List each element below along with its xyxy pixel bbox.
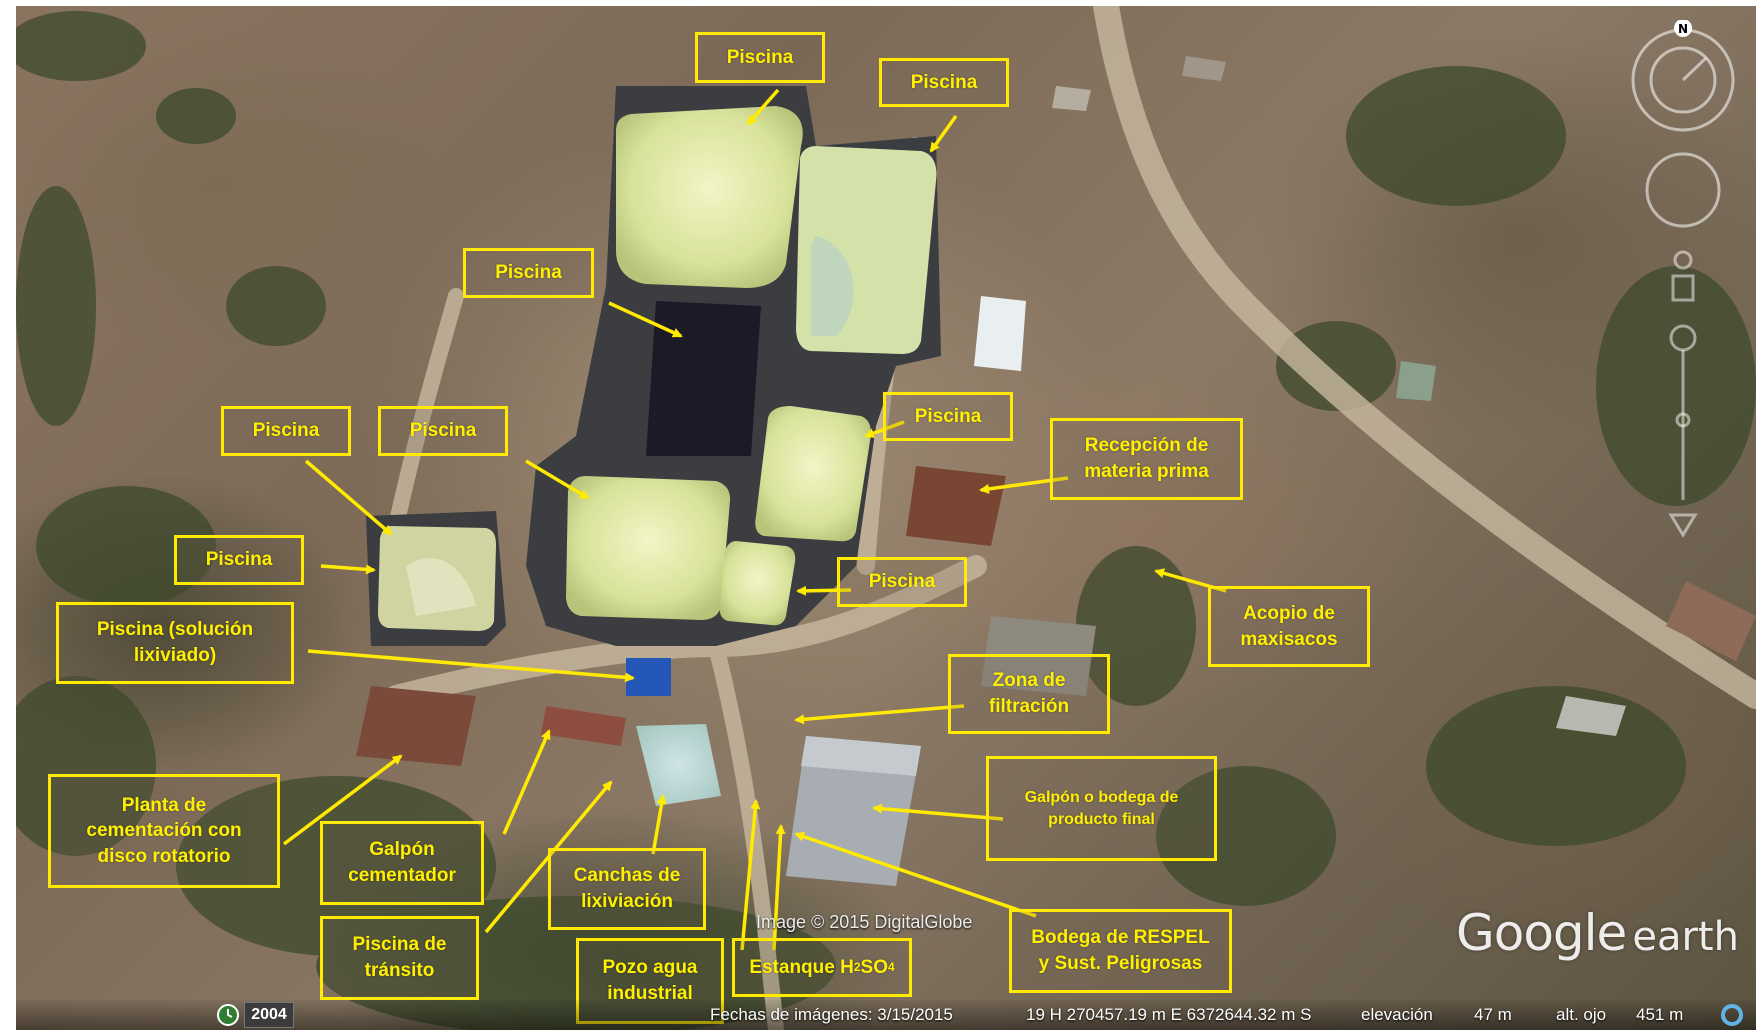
look-joystick-icon[interactable]: [1645, 152, 1721, 228]
street-view-person-icon[interactable]: [1671, 250, 1695, 302]
estanque-subscript-2: 2: [853, 960, 861, 975]
label-acopio-maxisacos: Acopio de maxisacos: [1208, 586, 1370, 667]
globe-icon[interactable]: [1720, 1003, 1744, 1027]
label-piscina-left-1: Piscina: [221, 406, 351, 456]
label-piscina-transito: Piscina de tránsito: [320, 916, 479, 1000]
logo-google: Google: [1456, 904, 1627, 962]
imagery-copyright: Image © 2015 DigitalGlobe: [756, 912, 973, 932]
clock-icon[interactable]: [216, 1003, 240, 1027]
satellite-map[interactable]: Piscina Piscina Piscina Piscina Piscina …: [16, 6, 1756, 1030]
navigation-controls[interactable]: N: [1628, 20, 1738, 540]
estanque-mid: SO: [860, 956, 888, 978]
label-canchas-lixiviacion: Canchas de lixiviación: [548, 848, 706, 930]
logo-earth: earth: [1632, 914, 1739, 960]
label-piscina-middle: Piscina: [883, 392, 1013, 441]
label-piscina-dark: Piscina: [463, 248, 594, 298]
label-planta-cementacion: Planta de cementación con disco rotatori…: [48, 774, 280, 888]
eye-altitude-label: alt. ojo: [1556, 1005, 1607, 1024]
elevation-value: 47 m: [1474, 1005, 1512, 1024]
pools: [378, 106, 937, 806]
imagery-date: Fechas de imágenes: 3/15/2015: [710, 1005, 953, 1024]
buildings: [356, 56, 1756, 886]
eye-altitude-value: 451 m: [1636, 1005, 1684, 1024]
compass-icon[interactable]: [1631, 28, 1735, 132]
label-piscina-solucion-lixiviado: Piscina (solución lixiviado): [56, 602, 294, 684]
label-zona-filtracion: Zona de filtración: [948, 654, 1110, 734]
compass-north-letter: N: [1678, 22, 1688, 36]
status-bar: Fechas de imágenes: 3/15/2015 19 H 27045…: [16, 1000, 1756, 1030]
leader-arrows: [282, 88, 1227, 951]
label-piscina-left-2: Piscina: [378, 406, 508, 456]
label-galpon-bodega-producto-final: Galpón o bodega de producto final: [986, 756, 1217, 861]
label-piscina-top-right: Piscina: [879, 58, 1009, 107]
label-recepcion-materia-prima: Recepción de materia prima: [1050, 418, 1243, 500]
elevation-label: elevación: [1361, 1005, 1433, 1024]
zoom-slider-icon[interactable]: [1668, 324, 1698, 538]
label-piscina-top-left: Piscina: [695, 32, 825, 83]
label-bodega-respel: Bodega de RESPEL y Sust. Peligrosas: [1009, 909, 1232, 993]
estanque-subscript-4: 4: [887, 960, 895, 975]
label-piscina-lower: Piscina: [837, 557, 967, 607]
coordinates: 19 H 270457.19 m E 6372644.32 m S: [1026, 1005, 1312, 1024]
compass-north-marker: [1674, 20, 1692, 37]
label-pozo-agua-industrial: Pozo agua industrial: [576, 938, 724, 1024]
historical-year-button[interactable]: 2004: [244, 1002, 294, 1028]
label-galpon-cementador: Galpón cementador: [320, 821, 484, 905]
estanque-prefix: Estanque H: [749, 956, 854, 978]
label-piscina-left-3: Piscina: [174, 535, 304, 585]
